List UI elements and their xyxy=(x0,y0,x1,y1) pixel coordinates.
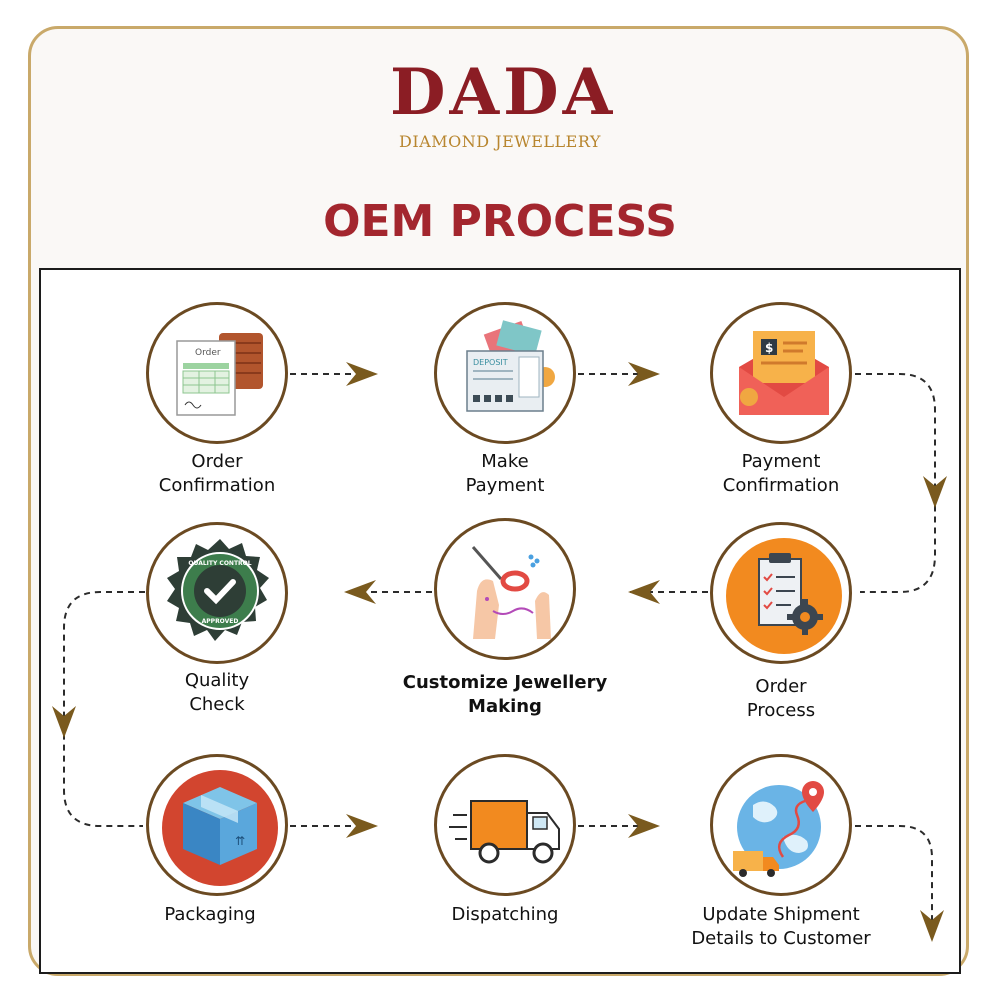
step-1-line2: Confirmation xyxy=(158,475,276,496)
package-box-icon: ⇈ xyxy=(162,770,278,886)
step-order-confirmation-label: Order Confirmation xyxy=(97,450,337,498)
page-title: OEM PROCESS xyxy=(323,196,677,247)
delivery-truck-icon xyxy=(449,800,560,864)
step-9-line2: Details to Customer xyxy=(691,928,871,949)
svg-text:APPROVED: APPROVED xyxy=(202,618,239,625)
svg-text:Order: Order xyxy=(195,348,221,358)
step-customize-jewellery-label: Customize Jewellery Making xyxy=(385,671,625,719)
step-packaging-circle: ⇈ xyxy=(146,754,288,896)
step-4-line1: Order xyxy=(755,676,807,697)
step-2-line1: Make xyxy=(481,451,529,472)
step-make-payment-label: Make Payment xyxy=(385,450,625,498)
step-order-confirmation-circle: Order xyxy=(146,302,288,444)
step-9-line1: Update Shipment xyxy=(702,904,860,925)
step-6-line2: Check xyxy=(189,694,245,715)
svg-text:⇈: ⇈ xyxy=(235,834,245,848)
step-make-payment-circle: DEPOSIT xyxy=(434,302,576,444)
step-dispatching-label: Dispatching xyxy=(385,903,625,927)
payment-envelope-icon: $ xyxy=(739,331,829,415)
step-5-line1: Customize Jewellery xyxy=(402,672,608,693)
quality-badge-icon: QUALITY CONTROL APPROVED xyxy=(167,539,269,641)
order-form-icon: Order xyxy=(176,333,263,416)
arrow-head-3 xyxy=(923,476,947,508)
step-order-process-label: Order Process xyxy=(661,675,901,723)
hands-crafting-icon xyxy=(471,546,551,639)
step-8-line1: Dispatching xyxy=(451,904,559,925)
arrow-head-9 xyxy=(920,910,944,942)
step-3-line2: Confirmation xyxy=(722,475,840,496)
step-4-line2: Process xyxy=(746,700,816,721)
step-quality-check-label: Quality Check xyxy=(97,669,337,717)
svg-text:$: $ xyxy=(765,341,773,355)
brand-logo: DADA DIAMOND JEWELLERY xyxy=(390,55,617,158)
arrow-head-1 xyxy=(346,362,378,386)
step-7-line1: Packaging xyxy=(164,904,256,925)
arrow-head-7 xyxy=(346,814,378,838)
step-packaging-label: Packaging xyxy=(90,903,330,927)
step-customize-jewellery-circle xyxy=(434,518,576,660)
arrow-head-6 xyxy=(52,706,76,738)
globe-location-icon xyxy=(733,781,824,877)
step-update-shipment-circle xyxy=(710,754,852,896)
arrow-head-8 xyxy=(628,814,660,838)
checklist-gear-icon xyxy=(726,538,842,654)
deposit-payment-icon: DEPOSIT xyxy=(466,320,555,412)
connector-9-end xyxy=(855,825,933,920)
arrow-head-4 xyxy=(628,580,660,604)
step-1-line1: Order xyxy=(191,451,243,472)
step-dispatching-circle xyxy=(434,754,576,896)
svg-text:QUALITY CONTROL: QUALITY CONTROL xyxy=(188,560,251,567)
connector-3-4 xyxy=(855,373,936,593)
step-update-shipment-label: Update Shipment Details to Customer xyxy=(661,903,901,951)
step-order-process-circle xyxy=(710,522,852,664)
brand-tagline: DIAMOND JEWELLERY xyxy=(399,132,601,151)
brand-name: DADA xyxy=(390,55,617,130)
step-5-line2: Making xyxy=(468,696,542,717)
step-payment-confirmation-label: Payment Confirmation xyxy=(661,450,901,498)
arrow-head-5 xyxy=(344,580,376,604)
step-3-line1: Payment xyxy=(741,451,821,472)
step-2-line2: Payment xyxy=(465,475,545,496)
step-payment-confirmation-circle: $ xyxy=(710,302,852,444)
connector-6-7 xyxy=(63,591,145,827)
arrow-head-2 xyxy=(628,362,660,386)
step-6-line1: Quality xyxy=(184,670,250,691)
svg-text:DEPOSIT: DEPOSIT xyxy=(473,358,508,367)
step-quality-check-circle: QUALITY CONTROL APPROVED xyxy=(146,522,288,664)
